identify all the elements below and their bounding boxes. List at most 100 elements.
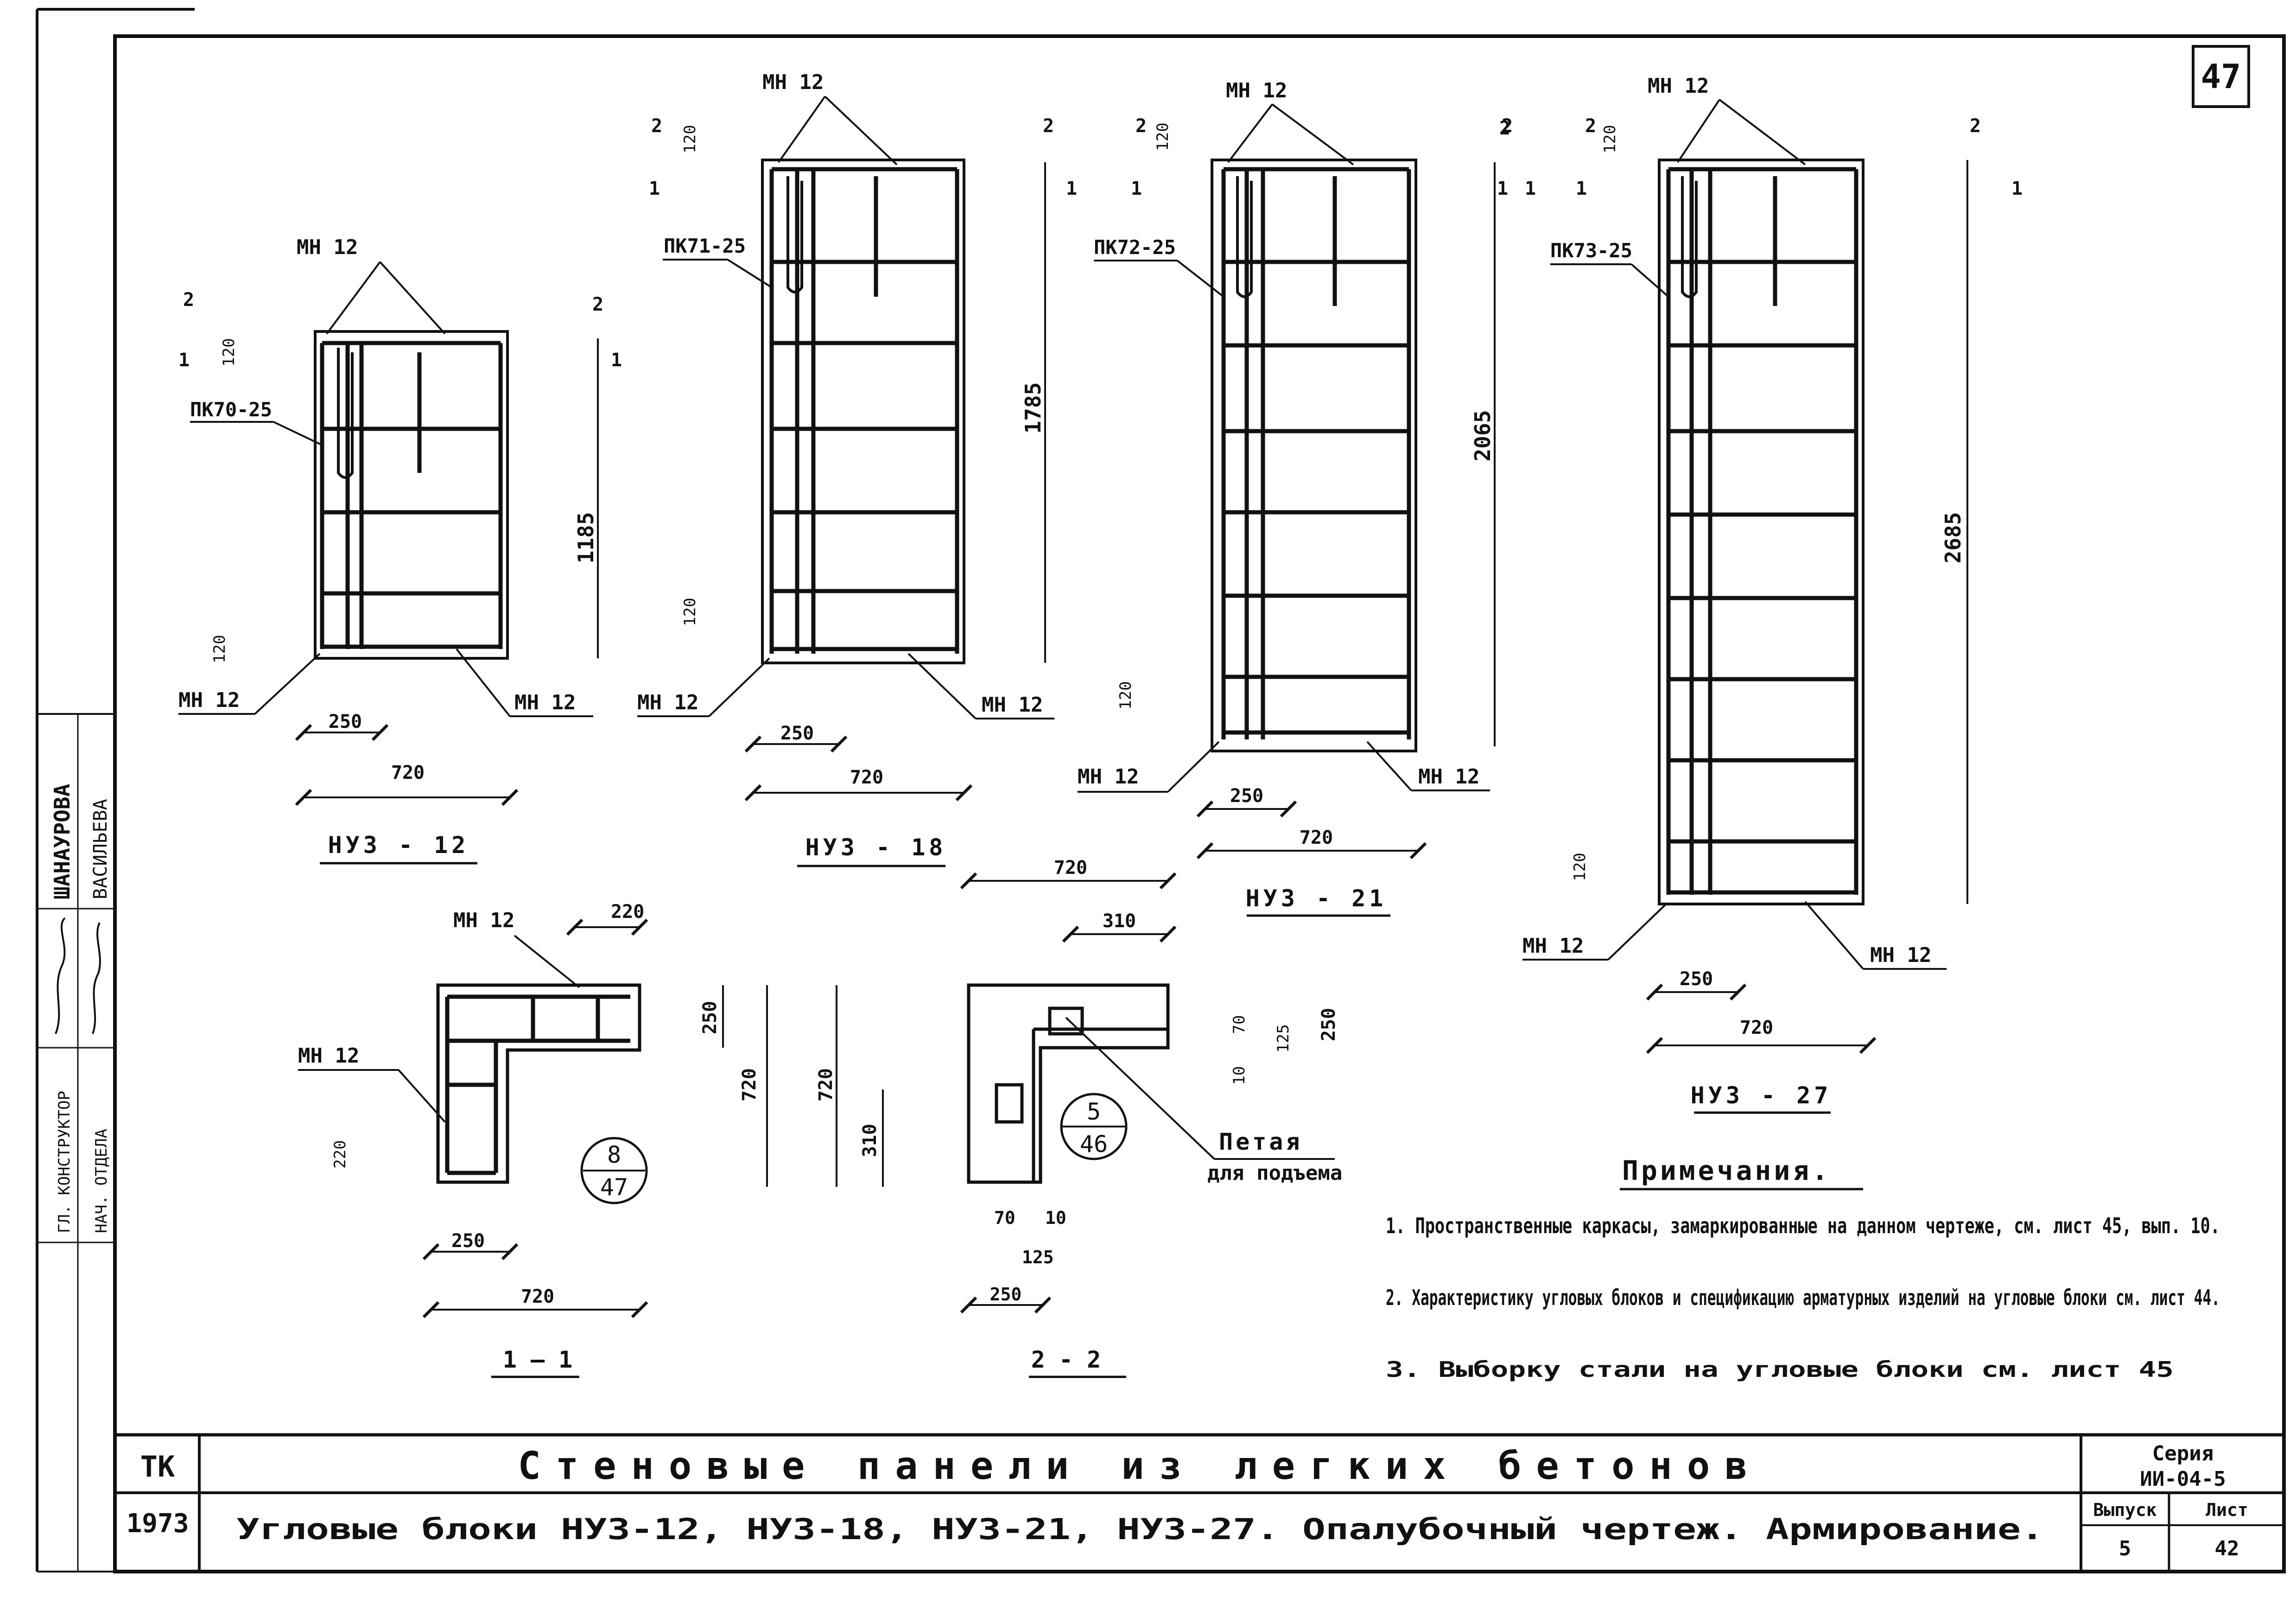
mesh-label-left: МН 12 xyxy=(637,691,698,714)
svg-text:250: 250 xyxy=(1318,1008,1339,1041)
mesh-label-right: МН 12 xyxy=(1870,943,1931,967)
note-3: 3. Выборку стали на угловые блоки см. ли… xyxy=(1386,1357,2174,1382)
notes: Примечания. 1. Пространственные каркасы,… xyxy=(1386,1155,2220,1382)
svg-text:46: 46 xyxy=(1080,1131,1108,1158)
svg-text:2: 2 xyxy=(1499,118,1510,139)
dim-top: 120 xyxy=(1601,125,1619,153)
block-outline xyxy=(314,330,509,660)
block-nu3-12: МН 12 ПК70-25 МН 12 МН 12 1185 120 120 2… xyxy=(178,236,599,865)
dim-total: 720 xyxy=(850,767,883,788)
stamp-name-1: ШАНАУРОВА xyxy=(50,784,75,899)
rebar-cage xyxy=(1666,167,1858,895)
block-outline xyxy=(1658,159,1865,905)
section-outline xyxy=(967,983,1170,1184)
svg-text:70: 70 xyxy=(994,1208,1015,1228)
dim-inner: 250 xyxy=(1230,785,1263,807)
section-title: 2 - 2 xyxy=(1031,1346,1101,1373)
svg-text:1: 1 xyxy=(1525,178,1536,199)
issue-value: 5 xyxy=(2119,1537,2131,1560)
svg-text:2: 2 xyxy=(1585,115,1596,137)
sheet-subtitle: Угловые блоки НУ3-12, НУ3-18, НУ3-21, НУ… xyxy=(236,1512,2044,1546)
block-title: НУЗ - 12 xyxy=(328,832,469,859)
dim-inner: 250 xyxy=(329,711,362,732)
cage-label: ПК73-25 xyxy=(1550,239,1632,262)
height-dimension: 1185 xyxy=(573,512,598,564)
section-marks-nu3-18: 2 1 2 1 xyxy=(649,115,1077,199)
height-dimension: 1785 xyxy=(1021,382,1046,434)
series-label: Серия xyxy=(2152,1442,2214,1465)
mesh-label-right: МН 12 xyxy=(1418,765,1479,789)
svg-text:70: 70 xyxy=(1230,1015,1249,1034)
title-block: ТК 1973 Стеновые панели из легких бетоно… xyxy=(115,1433,2284,1572)
mesh-label-right: МН 12 xyxy=(514,691,576,714)
dim-total: 720 xyxy=(1740,1017,1773,1038)
year: 1973 xyxy=(127,1509,189,1539)
dim-top: 220 xyxy=(611,901,644,923)
loop-label-1: Петая xyxy=(1219,1128,1303,1155)
section-1-1: МН 12 МН 12 220 220 250 720 8 47 1 — 1 xyxy=(298,901,648,1378)
rebar-cage xyxy=(1221,167,1411,739)
stamp-role-2: НАЧ. ОТДЕЛА xyxy=(92,1129,111,1233)
mesh-label-left: МН 12 xyxy=(298,1044,359,1068)
loop-label-2: для подъема xyxy=(1207,1161,1342,1185)
dim-total: 720 xyxy=(521,1286,554,1307)
dim-h-left: 720 xyxy=(815,1068,837,1101)
svg-text:1: 1 xyxy=(649,178,660,199)
lift-loop xyxy=(337,348,354,479)
svg-text:2: 2 xyxy=(1970,115,1981,137)
block-outline xyxy=(1211,159,1417,752)
sheet-label: Лист xyxy=(2206,1500,2248,1520)
height-dimension: 2065 xyxy=(1470,410,1495,462)
dim-bottom: 120 xyxy=(681,598,699,626)
detail-callout xyxy=(1060,1093,1128,1160)
svg-text:250: 250 xyxy=(990,1284,1022,1305)
svg-text:1: 1 xyxy=(1497,178,1508,199)
svg-text:2: 2 xyxy=(183,289,194,311)
dim-inner: 250 xyxy=(1680,968,1713,990)
sheet-number: 47 xyxy=(2201,57,2241,96)
mesh-label-left: МН 12 xyxy=(1522,934,1584,958)
dim-bottom: 120 xyxy=(1116,681,1135,709)
rebar-cage xyxy=(769,167,959,654)
dim-total: 720 xyxy=(1300,827,1333,848)
svg-text:8: 8 xyxy=(607,1141,621,1168)
dim-h-right-part: 250 xyxy=(699,1001,721,1034)
dim-top: 120 xyxy=(681,125,699,153)
rebar-cage xyxy=(320,341,503,649)
cage-label: ПК71-25 xyxy=(664,235,746,257)
section-title: 1 — 1 xyxy=(503,1346,573,1373)
sheet-number-box: 47 xyxy=(2192,45,2250,108)
sheet-title: Стеновые панели из легких бетонов xyxy=(518,1444,1762,1488)
mesh-label-top: МН 12 xyxy=(762,70,824,94)
dim-h-left-part: 310 xyxy=(859,1124,881,1157)
note-2: 2. Характеристику угловых блоков и специ… xyxy=(1386,1285,2220,1310)
svg-text:47: 47 xyxy=(600,1174,628,1201)
svg-text:125: 125 xyxy=(1022,1247,1054,1267)
dim-total: 720 xyxy=(1054,857,1087,879)
mesh-label-top: МН 12 xyxy=(1648,74,1709,98)
mesh-label-right: МН 12 xyxy=(982,693,1043,717)
cage-label: ПК72-25 xyxy=(1094,236,1176,259)
notes-title: Примечания. xyxy=(1622,1155,1831,1186)
svg-text:5: 5 xyxy=(1087,1098,1101,1125)
section-marks-nu3-12: 2 1 2 1 xyxy=(178,289,622,371)
cage-label: ПК70-25 xyxy=(190,398,272,421)
issue-label: Выпуск xyxy=(2093,1500,2156,1520)
block-nu3-21: МН 12 ПК72-25 МН 12 МН 12 2065 120 120 2… xyxy=(1078,79,1496,917)
block-title: НУЗ - 21 xyxy=(1246,885,1387,912)
height-dimension: 2685 xyxy=(1941,512,1966,564)
svg-text:1: 1 xyxy=(611,350,622,371)
dim-h-right: 720 xyxy=(739,1068,760,1101)
svg-text:1: 1 xyxy=(2011,178,2023,199)
block-nu3-27: МН 12 ПК73-25 МН 12 МН 12 2685 120 120 2… xyxy=(1522,74,1968,1114)
block-title: НУЗ - 18 xyxy=(806,834,947,861)
dim-bottom: 120 xyxy=(1571,853,1589,881)
mesh-label-top: МН 12 xyxy=(1226,79,1287,102)
svg-text:2: 2 xyxy=(1502,115,1513,137)
svg-text:2: 2 xyxy=(651,115,662,137)
stamp-name-2: ВАСИЛЬЕВА xyxy=(90,799,111,899)
svg-text:125: 125 xyxy=(1274,1024,1293,1052)
svg-text:1: 1 xyxy=(1066,178,1077,199)
org-code: ТК xyxy=(140,1450,175,1483)
section-outline xyxy=(436,983,641,1184)
